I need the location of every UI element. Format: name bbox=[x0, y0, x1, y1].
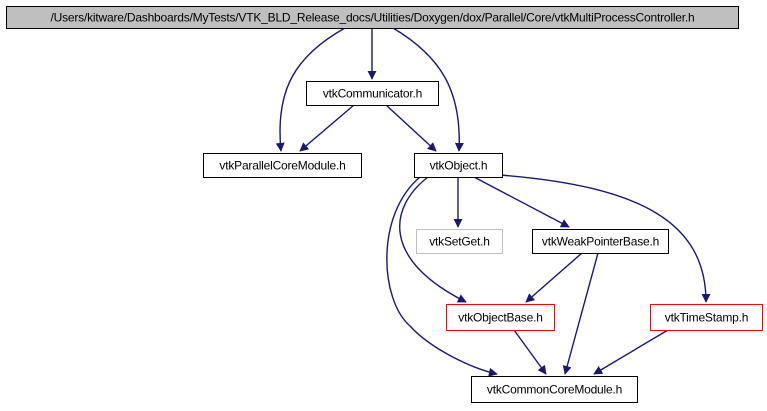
node-objectbase[interactable]: vtkObjectBase.h bbox=[446, 304, 555, 331]
node-box bbox=[6, 6, 739, 29]
edge-root-to-parallelcore bbox=[275, 27, 346, 152]
node-object[interactable]: vtkObject.h bbox=[414, 153, 503, 178]
edge-weakptr-to-commoncore bbox=[562, 252, 599, 375]
node-box bbox=[650, 304, 763, 331]
node-communicator[interactable]: vtkCommunicator.h bbox=[306, 81, 439, 106]
edge-communicator-to-parallelcore bbox=[299, 104, 355, 152]
node-label: vtkObject.h bbox=[430, 159, 488, 173]
edge-object-to-commoncore bbox=[386, 176, 498, 377]
node-box bbox=[471, 376, 638, 403]
node-label: vtkObjectBase.h bbox=[458, 311, 542, 325]
node-setget[interactable]: vtkSetGet.h bbox=[416, 229, 503, 254]
node-box bbox=[446, 304, 555, 331]
node-label: /Users/kitware/Dashboards/MyTests/VTK_BL… bbox=[51, 11, 695, 25]
edge-objectbase-to-commoncore bbox=[513, 329, 547, 375]
node-label: vtkSetGet.h bbox=[429, 235, 490, 249]
edge-object-to-weakptr bbox=[473, 176, 570, 228]
node-label: vtkCommonCoreModule.h bbox=[487, 383, 622, 397]
node-root: /Users/kitware/Dashboards/MyTests/VTK_BL… bbox=[6, 6, 739, 29]
node-timestamp[interactable]: vtkTimeStamp.h bbox=[650, 304, 763, 331]
node-weakptr[interactable]: vtkWeakPointerBase.h bbox=[532, 229, 669, 254]
edge-object-to-timestamp bbox=[499, 174, 711, 303]
node-label: vtkParallelCoreModule.h bbox=[219, 159, 345, 173]
node-commoncore[interactable]: vtkCommonCoreModule.h bbox=[471, 376, 638, 403]
edge-object-to-objectbase bbox=[399, 176, 467, 303]
node-label: vtkWeakPointerBase.h bbox=[542, 235, 659, 249]
edge-timestamp-to-commoncore bbox=[593, 329, 669, 375]
node-box bbox=[416, 229, 503, 254]
node-label: vtkCommunicator.h bbox=[323, 87, 422, 101]
edge-root-to-object bbox=[392, 27, 464, 152]
node-parallelcore[interactable]: vtkParallelCoreModule.h bbox=[203, 153, 362, 178]
node-box bbox=[306, 81, 439, 106]
node-box bbox=[414, 153, 503, 178]
edge-communicator-to-object bbox=[385, 104, 437, 152]
edge-weakptr-to-objectbase bbox=[525, 252, 583, 303]
node-label: vtkTimeStamp.h bbox=[665, 311, 748, 325]
node-box bbox=[532, 229, 669, 254]
node-box bbox=[203, 153, 362, 178]
